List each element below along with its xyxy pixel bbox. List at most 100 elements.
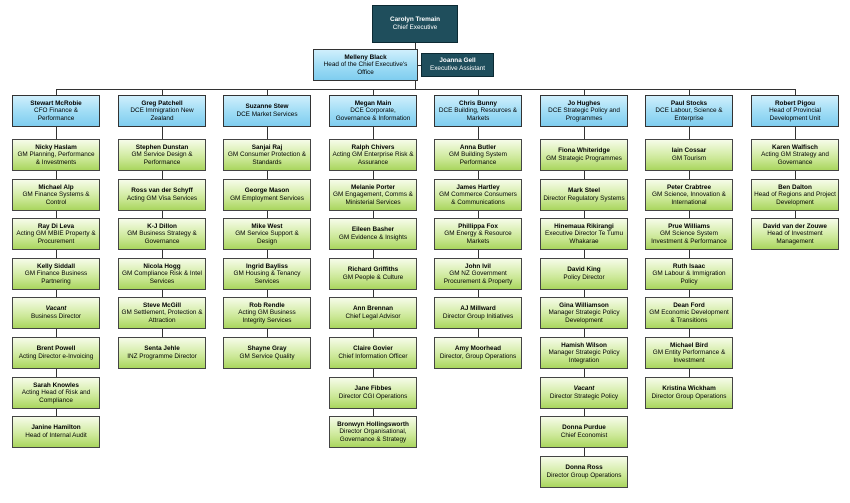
person-name: Donna Purdue (562, 424, 606, 432)
person-name: Michael Bird (670, 341, 708, 349)
person-title: GM Service Design & Performance (131, 151, 193, 166)
person-name: Nicky Haslam (35, 143, 77, 151)
person-name: Janine Hamilton (31, 424, 81, 432)
person-title: Director CGI Operations (338, 393, 408, 400)
person-title: Manager Strategic Policy Integration (548, 349, 620, 364)
person-name: George Mason (244, 187, 290, 195)
person-name: Claire Govier (353, 345, 393, 353)
person-name: Jo Hughes (567, 99, 601, 107)
person-title: Acting Head of Risk and Compliance (21, 389, 91, 404)
person-title: DCE Market Services (236, 111, 298, 118)
connector-division-drop (584, 89, 585, 95)
person-title: GM Settlement, Protection & Attraction (121, 309, 203, 324)
person-title: Director Group Operations (651, 393, 727, 400)
person-title: GM People & Culture (342, 274, 404, 281)
connector-report-spine (584, 127, 585, 458)
person-title: Acting GM MBIE Property & Procurement (16, 230, 96, 245)
person-title: Acting GM Strategy and Governance (761, 151, 829, 166)
person-name: Vacant (573, 385, 595, 393)
person-name: David van der Zouwe (763, 222, 827, 230)
person-title: GM Economic Development & Transitions (649, 309, 729, 324)
person-name: Steve McGill (142, 301, 181, 309)
person-name: Ralph Chivers (351, 143, 395, 151)
person-title: Head of the Chief Executive's Office (323, 61, 408, 76)
person-name: Ingrid Bayliss (246, 262, 288, 270)
person-name: Ray Di Leva (37, 222, 75, 230)
person-name: Mike West (251, 222, 283, 230)
person-title: Business Director (30, 313, 82, 320)
person-title: GM Building System Performance (449, 151, 507, 166)
person-name: K-J Dillon (147, 222, 177, 230)
person-name: Kelly Siddall (36, 262, 75, 270)
connector-division-drop (162, 89, 163, 95)
person-name: Amy Moorhead (454, 345, 502, 353)
person-title: GM Engagement, Comms & Ministerial Servi… (333, 191, 413, 206)
person-name: Donna Ross (565, 464, 603, 472)
connector-division-drop (795, 89, 796, 95)
person-name: Senta Jehle (144, 345, 180, 353)
person-title: Chief Economist (560, 432, 608, 439)
person-name: Kristina Wickham (662, 385, 716, 393)
person-name: John Ivil (465, 262, 491, 270)
person-title: GM Business Strategy & Governance (127, 230, 197, 245)
person-name: Mark Steel (568, 187, 600, 195)
person-name: Stephen Dunstan (135, 143, 189, 151)
person-title: Director Group Initiatives (442, 313, 514, 320)
person-title: Acting Director e-Invoicing (18, 353, 94, 360)
person-name: Suzanne Stew (245, 103, 289, 111)
person-title: DCE Corporate, Governance & Information (335, 107, 411, 122)
person-name: Ben Dalton (778, 183, 812, 191)
person-title: Chief Executive (392, 24, 438, 31)
person-title: GM Finance Business Partnering (24, 270, 88, 285)
person-title: Chief Information Officer (338, 353, 408, 360)
person-title: DCE Strategic Policy and Programmes (548, 107, 620, 122)
person-title: Director Regulatory Systems (543, 195, 625, 202)
person-name: Iain Cossar (671, 147, 707, 155)
person-title: GM Employment Services (230, 195, 304, 202)
connector-division-drop (373, 89, 374, 95)
person-title: GM Science, Innovation & International (652, 191, 726, 206)
person-title: Policy Director (563, 274, 605, 281)
person-name: Sanjai Raj (251, 143, 283, 151)
person-title: GM Energy & Resource Markets (444, 230, 512, 245)
person-name: Anna Butler (459, 143, 497, 151)
person-name: Karen Walfisch (772, 143, 818, 151)
person-name: Megan Main (354, 99, 392, 107)
connector-division-drop (267, 89, 268, 95)
person-name: Robert Pigou (774, 99, 816, 107)
person-title: GM Strategic Programmes (546, 155, 622, 162)
person-title: Head of Regions and Project Development (754, 191, 836, 206)
person-name: Shayne Gray (247, 345, 287, 353)
person-name: Ruth Isaac (672, 262, 706, 270)
